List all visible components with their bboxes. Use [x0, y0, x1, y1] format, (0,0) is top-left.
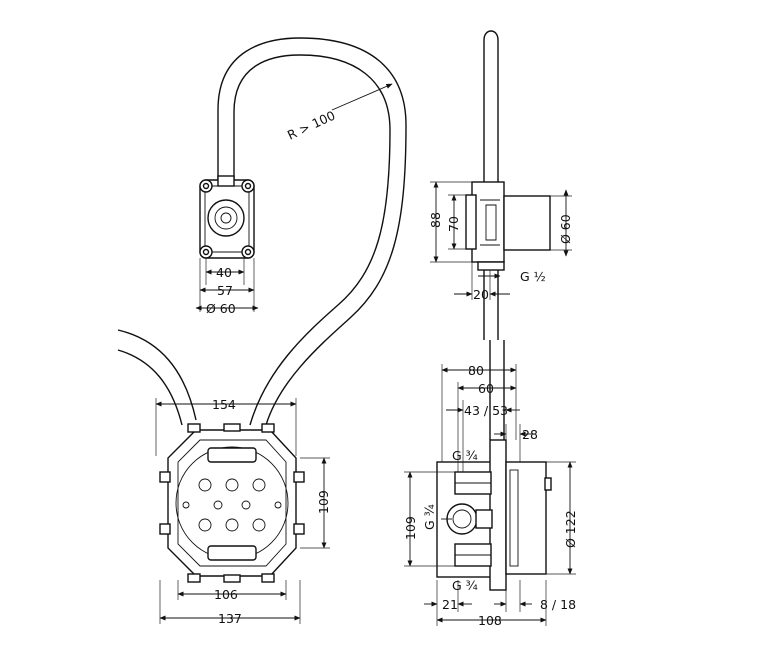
dim-40: 40	[216, 265, 232, 280]
dim-57: 57	[217, 283, 233, 298]
dim-d60-top: Ø 60	[206, 301, 236, 316]
dim-106: 106	[214, 587, 238, 602]
dim-g34-bot: G ¾	[452, 578, 478, 593]
dim-137: 137	[218, 611, 242, 626]
dim-20: 20	[473, 287, 489, 302]
dim-8-18: 8 / 18	[540, 597, 576, 612]
dim-g34-mid: G ¾	[422, 504, 437, 530]
dim-108: 108	[478, 613, 502, 628]
side-view-dimensions: 88 70 Ø 60 G ½ 20	[428, 181, 573, 302]
dim-g34-top: G ¾	[452, 448, 478, 463]
dim-d60-side: Ø 60	[558, 214, 573, 244]
section-view-dimensions: 80 60 43 / 53 28 G ¾ G ¾ G ¾ 109 Ø 122 2…	[403, 363, 578, 628]
radius-label: R > 100	[285, 108, 338, 143]
dim-80: 80	[468, 363, 484, 378]
dim-109-front: 109	[316, 490, 331, 514]
side-view	[465, 30, 551, 340]
front-view-clips	[159, 423, 305, 583]
dim-21: 21	[442, 597, 458, 612]
top-view-valve	[199, 175, 255, 259]
dim-109-right: 109	[403, 516, 418, 540]
section-view	[436, 340, 552, 591]
dim-43-53: 43 / 53	[464, 403, 508, 418]
dim-g12: G ½	[520, 269, 546, 284]
dim-60-right: 60	[478, 381, 494, 396]
dim-88: 88	[428, 212, 443, 228]
front-view-box	[159, 423, 305, 583]
radius-dimension: R > 100	[285, 83, 393, 143]
front-view-holes	[182, 478, 282, 532]
dim-d122: Ø 122	[563, 510, 578, 548]
dim-28: 28	[522, 427, 538, 442]
front-view-dimensions: 154 109 106 137	[155, 397, 331, 626]
dim-154: 154	[212, 397, 236, 412]
hose-loop	[117, 37, 407, 426]
dim-70: 70	[446, 216, 461, 232]
top-view-dimensions: 40 57 Ø 60	[195, 258, 259, 316]
